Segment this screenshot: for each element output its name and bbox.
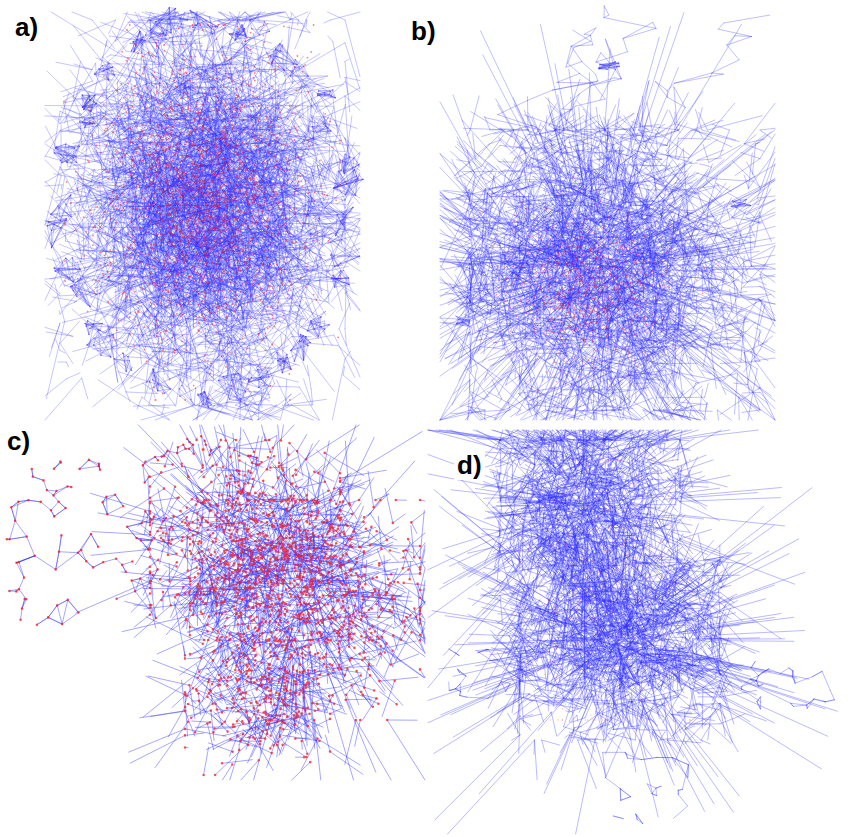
panel-label: c) [4,426,33,456]
network-nodes [480,162,718,391]
network-nodes [520,460,690,720]
network-edges [7,425,425,780]
network-nodes [7,436,420,775]
network-nodes [65,25,340,400]
panel-label: a) [12,12,41,42]
network-edges [440,6,775,420]
network-edges [45,8,363,420]
network-edges [428,430,837,834]
panel-label: b) [408,16,439,46]
panel-label: d) [454,450,485,480]
network-nodes [47,8,363,408]
